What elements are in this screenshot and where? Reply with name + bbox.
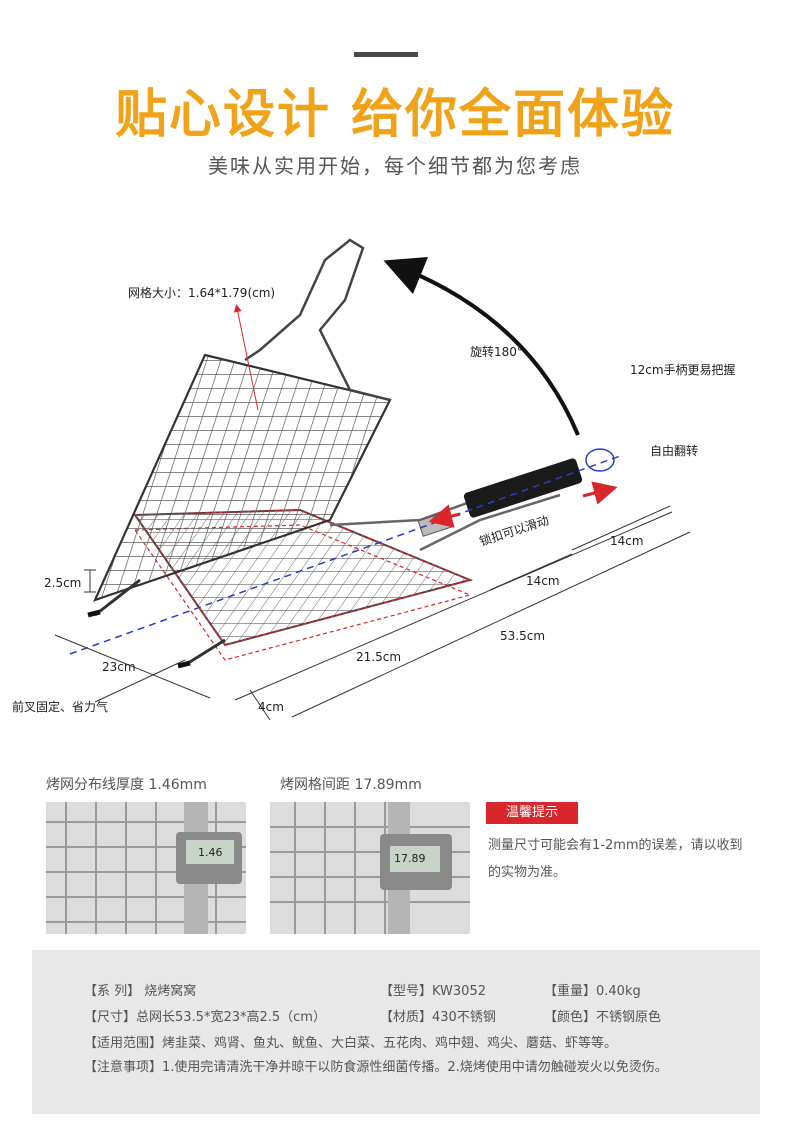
caliper-photo-thickness: 1.46 xyxy=(46,802,246,934)
info-notes: 【注意事项】1.使用完请清洗干净并晾干以防食源性细菌传播。2.烧烤使用中请勿触碰… xyxy=(84,1060,668,1075)
caliper-reading-1: 1.46 xyxy=(198,846,223,859)
grid-spacing-title: 烤网格间距 17.89mm xyxy=(280,777,422,793)
tip-text: 测量尺寸可能会有1-2mm的误差，请以收到的实物为准。 xyxy=(488,838,743,880)
flip-label: 自由翻转 xyxy=(650,444,699,458)
handle-label: 12cm手柄更易把握 xyxy=(630,363,736,377)
page-subtitle: 美味从实用开始，每个细节都为您考虑 xyxy=(208,154,582,178)
wire-thickness-title: 烤网分布线厚度 1.46mm xyxy=(46,777,207,793)
length-21-5-label: 21.5cm xyxy=(356,650,402,664)
info-color: 【颜色】不锈钢原色 xyxy=(544,1010,662,1025)
info-model: 【型号】KW3052 xyxy=(380,984,486,999)
basket-legs xyxy=(87,578,226,669)
handle-assembly xyxy=(329,458,583,552)
dimension-lines xyxy=(54,505,691,721)
grip-handle xyxy=(463,458,583,518)
info-series: 【系 列】 烧烤窝窝 xyxy=(84,984,197,999)
caliper-photo-spacing: 17.89 xyxy=(270,802,470,934)
tip-badge: 温馨提示 xyxy=(486,802,578,824)
header-divider xyxy=(354,52,418,57)
rotate-label: 旋转180° xyxy=(470,345,523,359)
rotate-arrow-icon xyxy=(383,257,580,436)
info-usage: 【适用范围】烤韭菜、鸡肾、鱼丸、鱿鱼、大白菜、五花肉、鸡中翅、鸡尖、蘑菇、虾等等… xyxy=(84,1036,618,1051)
grill-basket-illustration xyxy=(54,238,691,721)
length-53-5-label: 53.5cm xyxy=(500,629,546,643)
length-14-a-label: 14cm xyxy=(610,534,644,548)
rotation-axis xyxy=(69,455,621,655)
product-info-panel: 【系 列】 烧烤窝窝 【型号】KW3052 【重量】0.40kg 【尺寸】总网长… xyxy=(32,950,760,1114)
slide-left-arrow-icon xyxy=(428,504,461,528)
info-weight: 【重量】0.40kg xyxy=(544,984,641,999)
caliper-reading-2: 17.89 xyxy=(394,852,426,865)
length-14-b-label: 14cm xyxy=(526,574,560,588)
basket-lid xyxy=(92,238,392,602)
page-title: 贴心设计 给你全面体验 xyxy=(114,85,676,145)
flip-circle-icon xyxy=(585,448,615,472)
slide-right-arrow-icon xyxy=(582,481,618,505)
height-label: 2.5cm xyxy=(44,576,82,590)
product-diagram: 网格大小：1.64*1.79(cm) 旋转180° 12cm手柄更易把握 自由翻… xyxy=(0,220,790,760)
mesh-size-label: 网格大小：1.64*1.79(cm) xyxy=(128,286,276,300)
width-label: 23cm xyxy=(102,660,136,674)
info-material: 【材质】430不锈钢 xyxy=(380,1010,496,1025)
front-fork-label: 前叉固定、省力气 xyxy=(12,700,109,714)
length-4-label: 4cm xyxy=(258,700,284,714)
info-size: 【尺寸】总网长53.5*宽23*高2.5（cm） xyxy=(84,1010,326,1025)
